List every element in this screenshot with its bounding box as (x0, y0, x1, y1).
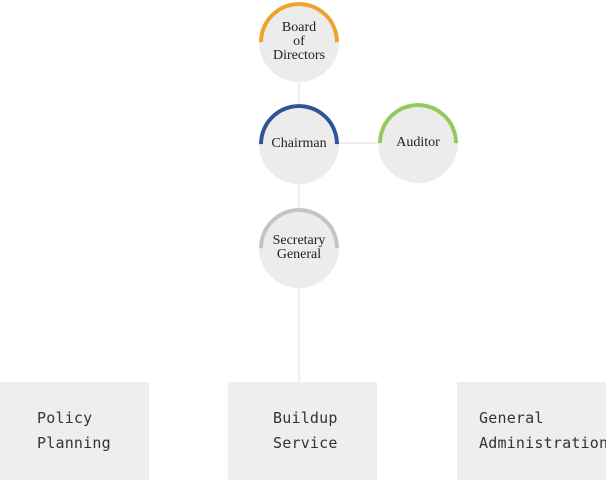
department-box-general-administration: General Administration (457, 382, 606, 480)
secretary-general-node: Secretary General (259, 208, 339, 288)
department-label: General Administration (479, 409, 606, 452)
chairman-node: Chairman (259, 104, 339, 184)
auditor-label: Auditor (396, 135, 440, 150)
department-box-buildup-service: Buildup Service (228, 382, 377, 480)
board-of-directors-label: Board of Directors (272, 20, 326, 63)
auditor-node: Auditor (378, 103, 458, 183)
department-label: Policy Planning (37, 409, 111, 452)
department-box-policy-planning: Policy Planning (0, 382, 149, 480)
secretary-general-label: Secretary General (272, 233, 326, 262)
chairman-label: Chairman (271, 136, 327, 151)
board-of-directors-node: Board of Directors (259, 2, 339, 82)
department-label: Buildup Service (273, 409, 338, 452)
